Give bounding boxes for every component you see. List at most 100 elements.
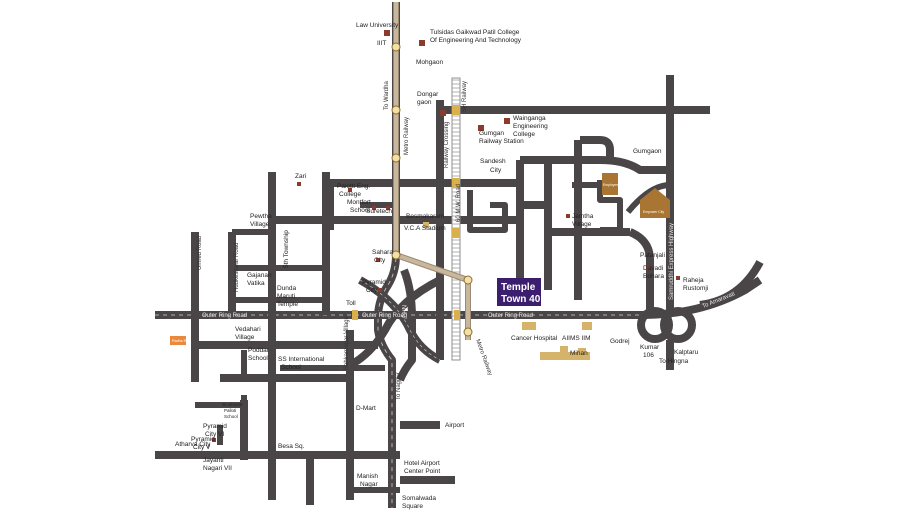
- interchange: [348, 276, 442, 369]
- metro-station-icon[interactable]: [463, 275, 473, 285]
- metro-station-icon[interactable]: [391, 105, 401, 115]
- project-title-line1: Temple: [501, 282, 536, 293]
- label-dunda-3: Temple: [277, 301, 298, 308]
- label-patanjali: Patanjali: [640, 252, 665, 259]
- road-label-to-wardha: To Wardha: [384, 81, 390, 110]
- label-somalwada-1: Somalwada: [402, 495, 436, 502]
- road-label-mw-road: 60 M.W. Road: [456, 184, 462, 222]
- montfort-marker: [372, 206, 376, 210]
- metro-station-icon[interactable]: [391, 153, 401, 163]
- label-radha-rani: Radha Rani: [172, 339, 191, 343]
- label-iiit: IIIT: [377, 40, 386, 47]
- label-empower: Empower City: [643, 210, 664, 214]
- label-employees-city: Employees City: [603, 183, 627, 187]
- label-gajanan-1: Gajanan: [247, 272, 272, 279]
- road-label-samruddhi: Samruddhi Express Highway: [669, 223, 675, 300]
- metro-station-icon[interactable]: [391, 250, 401, 260]
- road-label-nh7: NH-7: [400, 305, 406, 320]
- label-vedahari-1: Vedahari: [235, 326, 261, 333]
- label-ss-intl-2: School: [281, 364, 301, 371]
- label-montfort-2: School: [350, 207, 370, 214]
- label-jayanti-1: Jayanti: [203, 457, 224, 464]
- suretech-marker: [386, 206, 390, 210]
- label-kumar-2: 106: [643, 352, 654, 359]
- project-highlight[interactable]: Temple Town 40: [497, 278, 541, 306]
- label-pyramid-v-2: City V: [193, 444, 211, 451]
- label-raheja-2: Rustomji: [683, 285, 708, 292]
- label-dunda-2: Maruti: [277, 293, 295, 300]
- law-university-marker: [384, 30, 390, 36]
- road-label-outer-ring-c: Outer Ring Road: [362, 313, 407, 319]
- label-pyramid-1: Pyramid: [362, 279, 386, 286]
- metro-station-icon[interactable]: [391, 42, 401, 52]
- label-hotel-airport-2: Center Point: [404, 468, 440, 475]
- loop-junction-2: [660, 307, 696, 343]
- road-label-sahkarnagar: Sahkarnagar Village: [344, 315, 350, 370]
- label-gajanan-2: Vatika: [247, 280, 265, 287]
- label-gumgaon: Gumgaon: [633, 148, 662, 155]
- label-paiotti-2: College: [339, 191, 361, 198]
- label-atharva: Atharva City: [175, 441, 211, 448]
- label-pyramid-v-1: Pyramid: [191, 436, 215, 443]
- loop-junction-1: [637, 307, 673, 343]
- road-labels: To Wardha Metro Railway Railway Crossing…: [197, 81, 736, 400]
- label-5th-township: 5th Township: [283, 230, 290, 268]
- road-label-railway-crossing: Railway Crossing: [444, 122, 450, 168]
- label-dmart: D-Mart: [356, 405, 376, 412]
- label-st-vincent-3: School: [224, 414, 238, 419]
- label-gumgan-2: Railway Station: [479, 138, 524, 145]
- road-label-sh-railway: SH Railway: [462, 81, 468, 112]
- label-besa-sq: Besa Sq.: [278, 443, 305, 450]
- raheja-marker: [676, 276, 680, 280]
- metro-line: [393, 2, 471, 340]
- label-pyramid-2: City: [366, 287, 378, 294]
- mihan-icons: [423, 222, 592, 360]
- label-pewtha-1: Pewtha: [250, 213, 272, 220]
- label-sahara-1: Sahara: [372, 249, 393, 256]
- project-title-line2: Town 40: [501, 294, 541, 305]
- label-hotel-airport-1: Hotel Airport: [404, 460, 440, 467]
- label-to-hingna: To Hingna: [659, 358, 689, 365]
- pyramid-marker: [378, 288, 382, 292]
- road-label-metro-railway: Metro Railway: [404, 117, 410, 155]
- label-kalptaru: Kalptaru: [674, 349, 699, 356]
- label-mohgaon: Mohgaon: [416, 59, 443, 66]
- label-jamtha-1: Jamtha: [572, 213, 594, 220]
- label-wainganga-3: College: [513, 131, 535, 138]
- label-jayanti-2: Nagari VII: [203, 465, 232, 472]
- label-sahara-2: City: [374, 257, 386, 264]
- label-manish-2: Nagar: [360, 481, 379, 488]
- label-poddar-1: Poddar: [248, 347, 270, 354]
- station-marker: [478, 125, 484, 131]
- label-vca-stadium: V.C.A Stadium: [404, 225, 446, 232]
- label-manish-1: Manish: [357, 473, 378, 480]
- label-dunda-1: Dunda: [277, 285, 297, 292]
- road-label-to-nagpur: To Nagpur: [396, 372, 402, 400]
- paiotti-marker: [348, 188, 352, 192]
- label-dongargaon-1: Dongar: [417, 91, 439, 98]
- jamtha-marker: [566, 214, 570, 218]
- junction-markers: [352, 105, 460, 320]
- label-pyramid-vi-1: Pyramid: [203, 423, 227, 430]
- label-besmakaram: Besmakaram: [406, 213, 444, 220]
- place-labels: Law University IIIT Tulsidas Gaikwad Pat…: [172, 22, 708, 510]
- road-label-outer-ring-e: Outer Ring Road: [488, 313, 533, 319]
- label-vedahari-2: Village: [235, 334, 255, 341]
- label-toll: Toll: [346, 300, 356, 307]
- label-pyramid-vi-2: City VI: [205, 431, 224, 438]
- metro-stations: [391, 42, 473, 337]
- project-highlight-box: [497, 278, 541, 306]
- label-sandesh-1: Sandesh: [480, 158, 506, 165]
- metro-station-icon[interactable]: [463, 327, 473, 337]
- label-mihan: Mihan: [570, 350, 588, 357]
- label-cancer-hospital: Cancer Hospital: [511, 335, 558, 342]
- label-gumgan-1: Gumgan: [479, 130, 504, 137]
- label-sandesh-2: City: [490, 167, 502, 174]
- label-pewtha-2: Village: [250, 221, 270, 228]
- radha-rani-block: [170, 336, 186, 345]
- label-suretech: Suretech: [366, 208, 392, 215]
- label-law-university: Law University: [356, 22, 399, 29]
- road-label-umred: Umred Road: [197, 236, 203, 270]
